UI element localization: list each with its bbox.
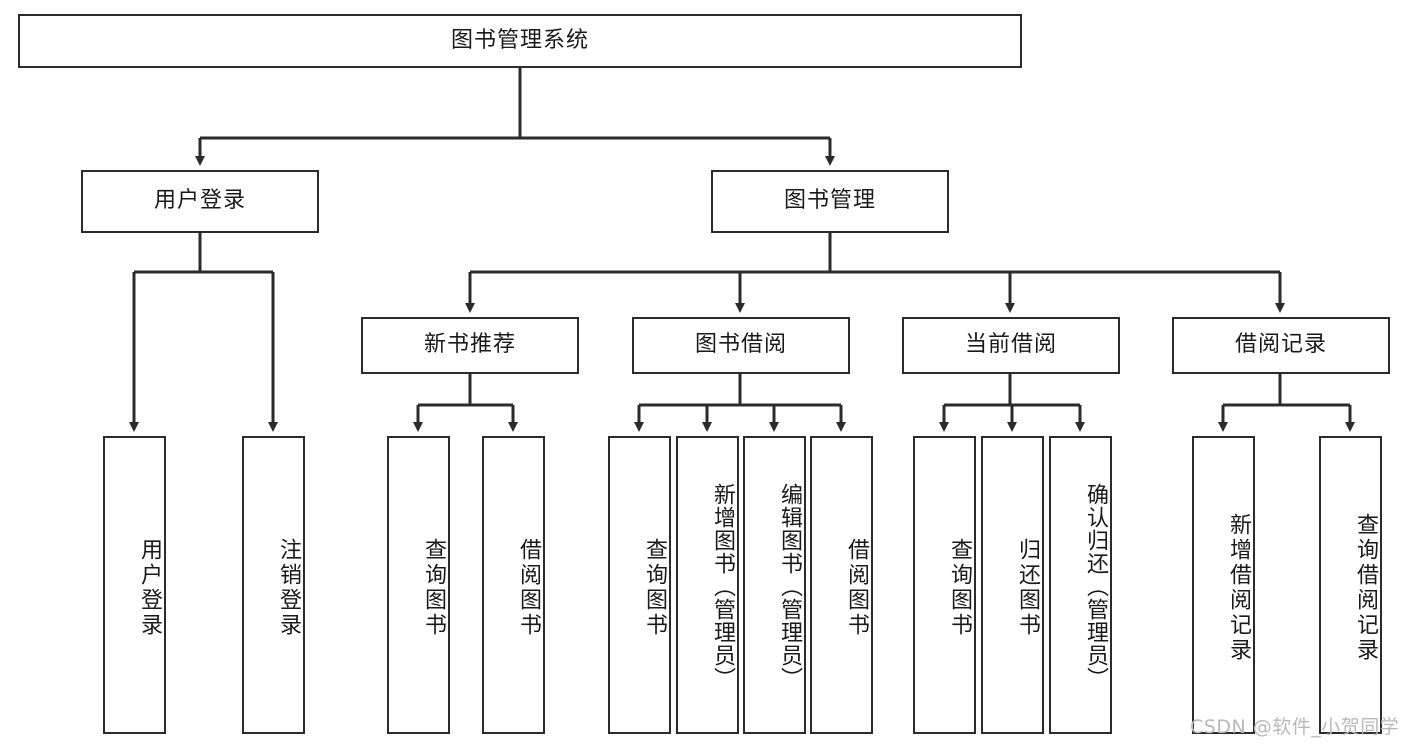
node-new-book-recommend-label: 新书推荐: [423, 332, 516, 358]
leaf-query-book-current-label: 查询图书: [947, 538, 972, 638]
leaf-query-book-recommend-label: 查询图书: [421, 538, 446, 638]
node-root[interactable]: 图书管理系统: [18, 14, 1022, 68]
node-user-login[interactable]: 用户登录: [81, 170, 319, 233]
leaf-borrow-book-label: 借阅图书: [844, 538, 869, 638]
node-current-borrow[interactable]: 当前借阅: [902, 317, 1120, 374]
leaf-borrow-book-recommend[interactable]: 借阅图书: [482, 436, 545, 734]
node-root-label: 图书管理系统: [450, 27, 589, 53]
leaf-confirm-return-admin[interactable]: 确认归还（管理员）: [1049, 436, 1112, 734]
leaf-add-book-admin-label: 新增图书（管理员）: [710, 482, 735, 690]
leaf-add-borrow-record[interactable]: 新增借阅记录: [1192, 436, 1255, 734]
node-borrow-record[interactable]: 借阅记录: [1172, 317, 1390, 374]
leaf-edit-book-admin-label: 编辑图书（管理员）: [777, 482, 802, 690]
leaf-user-logout[interactable]: 注销登录: [242, 436, 305, 734]
node-book-borrow-label: 图书借阅: [694, 332, 787, 358]
node-current-borrow-label: 当前借阅: [964, 332, 1057, 358]
leaf-query-book-borrow[interactable]: 查询图书: [608, 436, 671, 734]
node-borrow-record-label: 借阅记录: [1234, 332, 1327, 358]
node-new-book-recommend[interactable]: 新书推荐: [361, 317, 579, 374]
leaf-confirm-return-admin-label: 确认归还（管理员）: [1083, 482, 1108, 690]
leaf-user-logout-label: 注销登录: [276, 538, 301, 638]
leaf-query-borrow-record[interactable]: 查询借阅记录: [1319, 436, 1382, 734]
leaf-query-book-current[interactable]: 查询图书: [913, 436, 976, 734]
csdn-watermark: CSDN @软件_小贺同学: [1190, 716, 1400, 738]
node-book-management[interactable]: 图书管理: [711, 170, 949, 233]
leaf-query-book-borrow-label: 查询图书: [642, 538, 667, 638]
leaf-user-login[interactable]: 用户登录: [103, 436, 166, 734]
leaf-borrow-book[interactable]: 借阅图书: [810, 436, 873, 734]
leaf-return-book[interactable]: 归还图书: [981, 436, 1044, 734]
leaf-borrow-book-recommend-label: 借阅图书: [516, 538, 541, 638]
leaf-edit-book-admin[interactable]: 编辑图书（管理员）: [743, 436, 806, 734]
leaf-return-book-label: 归还图书: [1015, 538, 1040, 638]
leaf-add-borrow-record-label: 新增借阅记录: [1226, 513, 1251, 663]
node-book-borrow[interactable]: 图书借阅: [632, 317, 850, 374]
leaf-query-book-recommend[interactable]: 查询图书: [387, 436, 450, 734]
node-user-login-label: 用户登录: [153, 188, 246, 214]
leaf-user-login-label: 用户登录: [137, 538, 162, 638]
node-book-management-label: 图书管理: [783, 188, 876, 214]
leaf-add-book-admin[interactable]: 新增图书（管理员）: [676, 436, 739, 734]
leaf-query-borrow-record-label: 查询借阅记录: [1353, 513, 1378, 663]
